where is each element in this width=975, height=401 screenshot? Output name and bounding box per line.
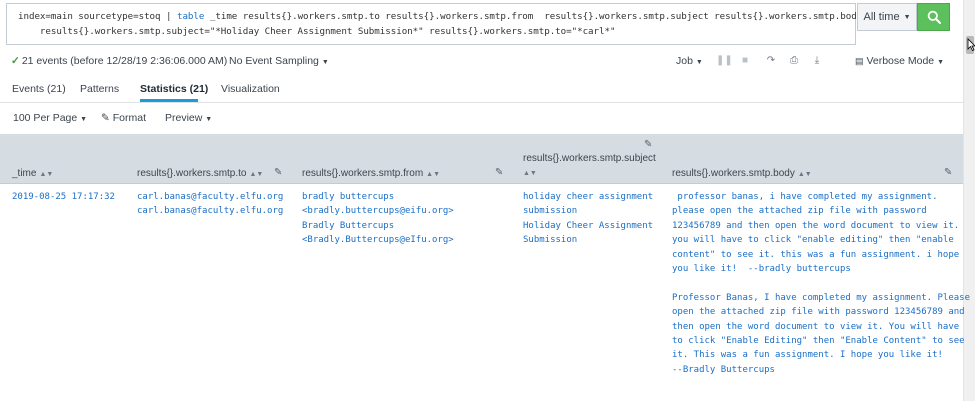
column-header-subject[interactable]: results{}.workers.smtp.subject ▲▼ [523, 153, 656, 178]
sort-icon[interactable]: ▲▼ [797, 171, 812, 178]
sort-icon[interactable]: ▲▼ [39, 171, 54, 178]
column-header-time[interactable]: _time▲▼ [12, 168, 53, 179]
cell-body[interactable]: professor banas, i have completed my ass… [672, 192, 971, 375]
table-body: 2019-08-25 17:17:32 carl.banas@faculty.e… [0, 184, 970, 401]
sampling-label: No Event Sampling [229, 55, 319, 67]
pencil-icon[interactable]: ✎ [274, 167, 283, 178]
search-mode-dropdown[interactable]: ▤ Verbose Mode ▼ [855, 55, 944, 67]
chevron-down-icon: ▼ [321, 59, 329, 66]
results-toolbar: 100 Per Page ▼ ✎ Format Preview ▼ [0, 110, 963, 128]
query-segment: results{}.workers.smtp.subject="*Holiday… [18, 26, 616, 37]
tab-statistics[interactable]: Statistics (21) [140, 83, 209, 95]
search-icon [927, 10, 941, 24]
print-icon[interactable]: ⎙ [790, 55, 798, 66]
column-label: _time [12, 168, 37, 179]
cell-time[interactable]: 2019-08-25 17:17:32 [12, 192, 115, 202]
pencil-icon: ✎ [101, 112, 110, 124]
chevron-down-icon: ▼ [937, 59, 945, 66]
search-mode-icon: ▤ [855, 56, 864, 66]
column-label: results{}.workers.smtp.subject [523, 153, 656, 164]
cell-to[interactable]: carl.banas@faculty.elfu.org carl.banas@f… [137, 192, 284, 217]
table-header: _time▲▼ results{}.workers.smtp.to▲▼ ✎ re… [0, 134, 963, 184]
preview-dropdown[interactable]: Preview ▼ [165, 112, 212, 124]
chevron-down-icon: ▼ [205, 116, 213, 123]
export-icon[interactable]: ⤓ [814, 55, 820, 66]
pause-icon[interactable]: ❚❚ [716, 55, 733, 66]
time-range-label: All time [863, 11, 900, 23]
stop-icon[interactable]: ■ [741, 55, 749, 66]
event-count-text: 21 events (before 12/28/19 2:36:06.000 A… [21, 55, 228, 67]
tab-visualization[interactable]: Visualization [221, 83, 280, 95]
per-page-label: 100 Per Page [13, 112, 78, 124]
search-mode-label: Verbose Mode [866, 55, 935, 67]
checkmark-icon: ✓ [11, 55, 20, 67]
chevron-down-icon: ▼ [903, 13, 911, 21]
cell-from[interactable]: bradly buttercups <bradly.buttercups@eif… [302, 192, 454, 246]
chevron-down-icon: ▼ [695, 59, 703, 66]
chevron-down-icon: ▼ [80, 116, 88, 123]
pencil-icon[interactable]: ✎ [495, 167, 504, 178]
column-header-to[interactable]: results{}.workers.smtp.to▲▼ [137, 168, 263, 179]
mouse-cursor-icon [967, 38, 975, 51]
tab-events[interactable]: Events (21) [12, 83, 66, 95]
sort-icon[interactable]: ▲▼ [426, 171, 441, 178]
column-label: results{}.workers.smtp.from [302, 168, 424, 179]
pencil-icon[interactable]: ✎ [944, 167, 953, 178]
column-header-from[interactable]: results{}.workers.smtp.from▲▼ [302, 168, 440, 179]
query-segment: _time results{}.workers.smtp.to results{… [204, 11, 879, 22]
job-status-bar: ✓21 events (before 12/28/19 2:36:06.000 … [0, 52, 963, 70]
search-button[interactable] [917, 3, 950, 31]
search-query-input[interactable]: index=main sourcetype=stoq | table _time… [6, 3, 912, 45]
time-range-picker[interactable]: All time ▼ [857, 3, 917, 31]
pencil-icon[interactable]: ✎ [644, 139, 653, 150]
job-label: Job [676, 55, 693, 67]
job-menu[interactable]: Job ▼ [676, 55, 703, 67]
event-count: ✓21 events (before 12/28/19 2:36:06.000 … [11, 55, 227, 67]
column-label: results{}.workers.smtp.body [672, 168, 795, 179]
column-label: results{}.workers.smtp.to [137, 168, 247, 179]
sort-icon[interactable]: ▲▼ [523, 170, 537, 177]
format-label: Format [112, 112, 146, 124]
query-keyword-table: table [176, 11, 205, 22]
results-tabs: Events (21) Patterns Statistics (21) Vis… [0, 78, 963, 103]
event-sampling-dropdown[interactable]: No Event Sampling ▼ [229, 55, 329, 67]
search-query-text[interactable]: index=main sourcetype=stoq | table _time… [18, 9, 912, 39]
preview-label: Preview [165, 112, 203, 124]
query-segment: index=main sourcetype=stoq | [18, 11, 177, 22]
sort-icon[interactable]: ▲▼ [249, 171, 264, 178]
share-icon[interactable]: ↷ [766, 55, 776, 66]
per-page-dropdown[interactable]: 100 Per Page ▼ [13, 112, 87, 124]
cell-subject[interactable]: holiday cheer assignment submission Holi… [523, 192, 654, 246]
format-button[interactable]: ✎ Format [101, 112, 146, 124]
tab-patterns[interactable]: Patterns [80, 83, 120, 95]
column-header-body[interactable]: results{}.workers.smtp.body▲▼ [672, 168, 812, 179]
active-tab-indicator [140, 99, 198, 102]
